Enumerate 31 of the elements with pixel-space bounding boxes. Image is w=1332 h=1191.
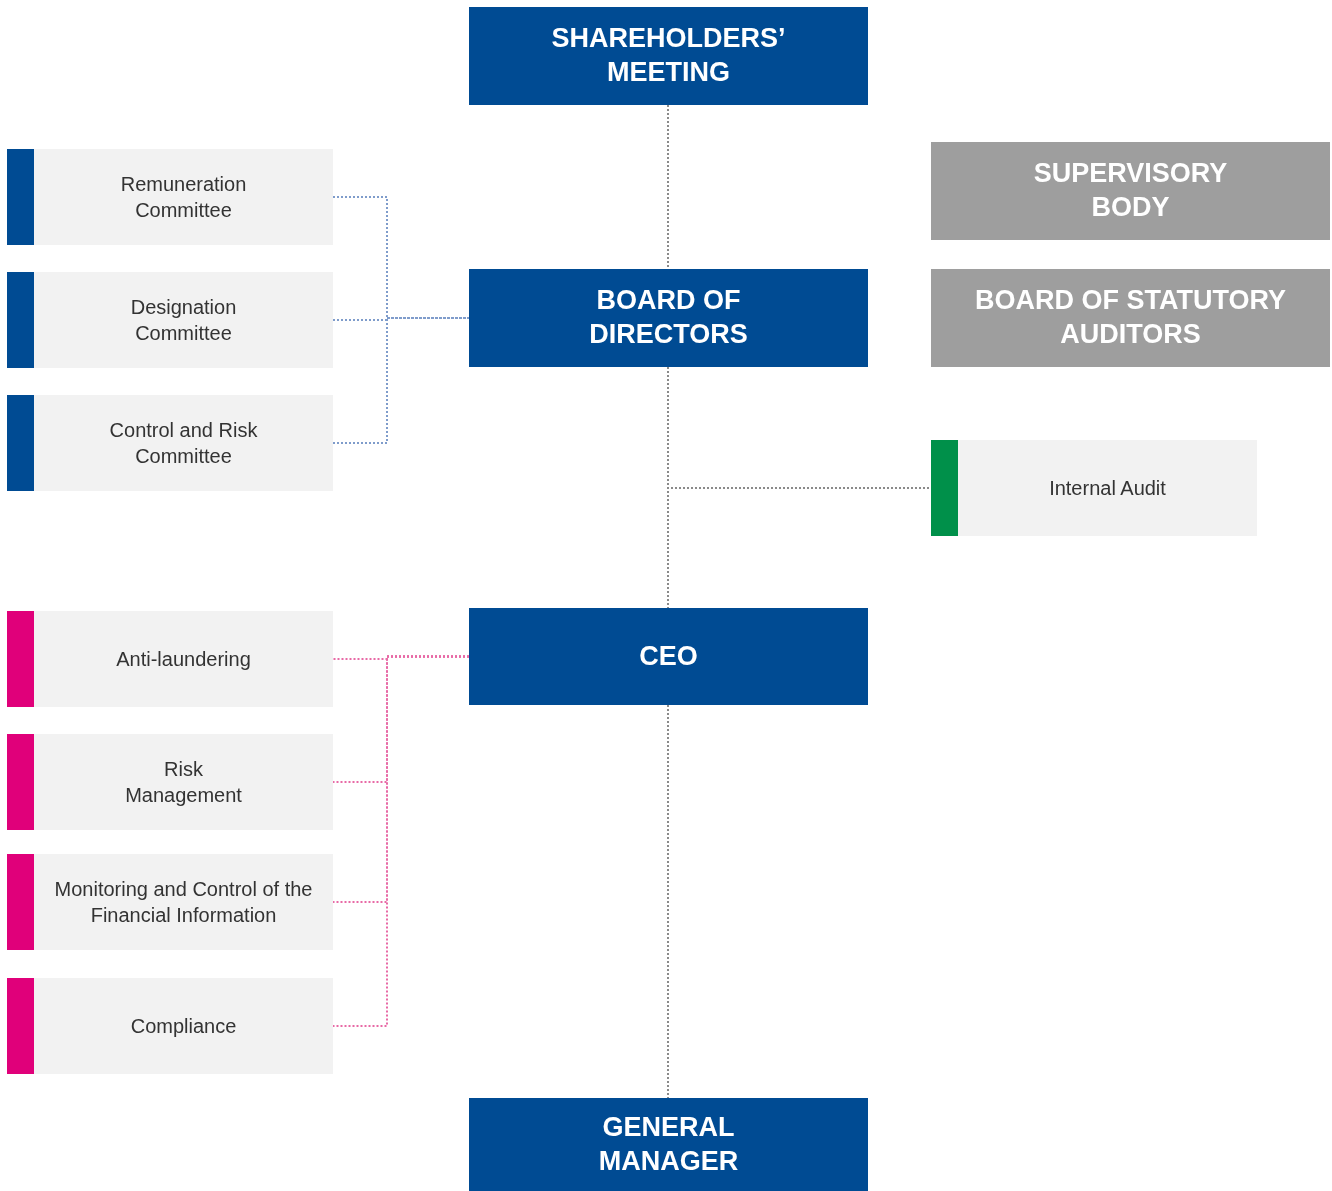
unit-box [931,440,1257,536]
unit-box [7,611,333,707]
unit-box [7,978,333,1074]
org-box [469,1098,868,1191]
org-box [931,269,1330,367]
unit-box [7,272,333,368]
node-label: Risk Management [124,757,243,808]
unit-box [7,395,333,491]
node-label: SHAREHOLDERS’ MEETING [550,22,787,89]
org-box [469,269,868,367]
node-label: CEO [639,639,698,673]
node-label: Designation Committee [129,295,238,346]
node-label: BOARD OF STATUTORY AUDITORS [974,284,1287,351]
node-label: Internal Audit [1049,476,1166,501]
node-label: Compliance [130,1014,237,1039]
unit-box [7,854,333,950]
org-box [469,608,868,705]
node-label: SUPERVISORY BODY [1032,157,1229,224]
node-label: Control and Risk Committee [108,418,259,469]
unit-box [7,734,333,830]
org-box [931,142,1330,240]
unit-box [7,149,333,245]
connector-line [332,317,470,444]
connector-line [667,704,669,1099]
connector-line [667,104,669,270]
node-label: Monitoring and Control of the Financial Information [53,877,314,928]
node-label: BOARD OF DIRECTORS [588,284,749,351]
org-box [469,7,868,105]
node-label: GENERAL MANAGER [597,1110,740,1178]
node-label: Anti-laundering [116,647,251,672]
node-label: Remuneration Committee [119,172,248,223]
